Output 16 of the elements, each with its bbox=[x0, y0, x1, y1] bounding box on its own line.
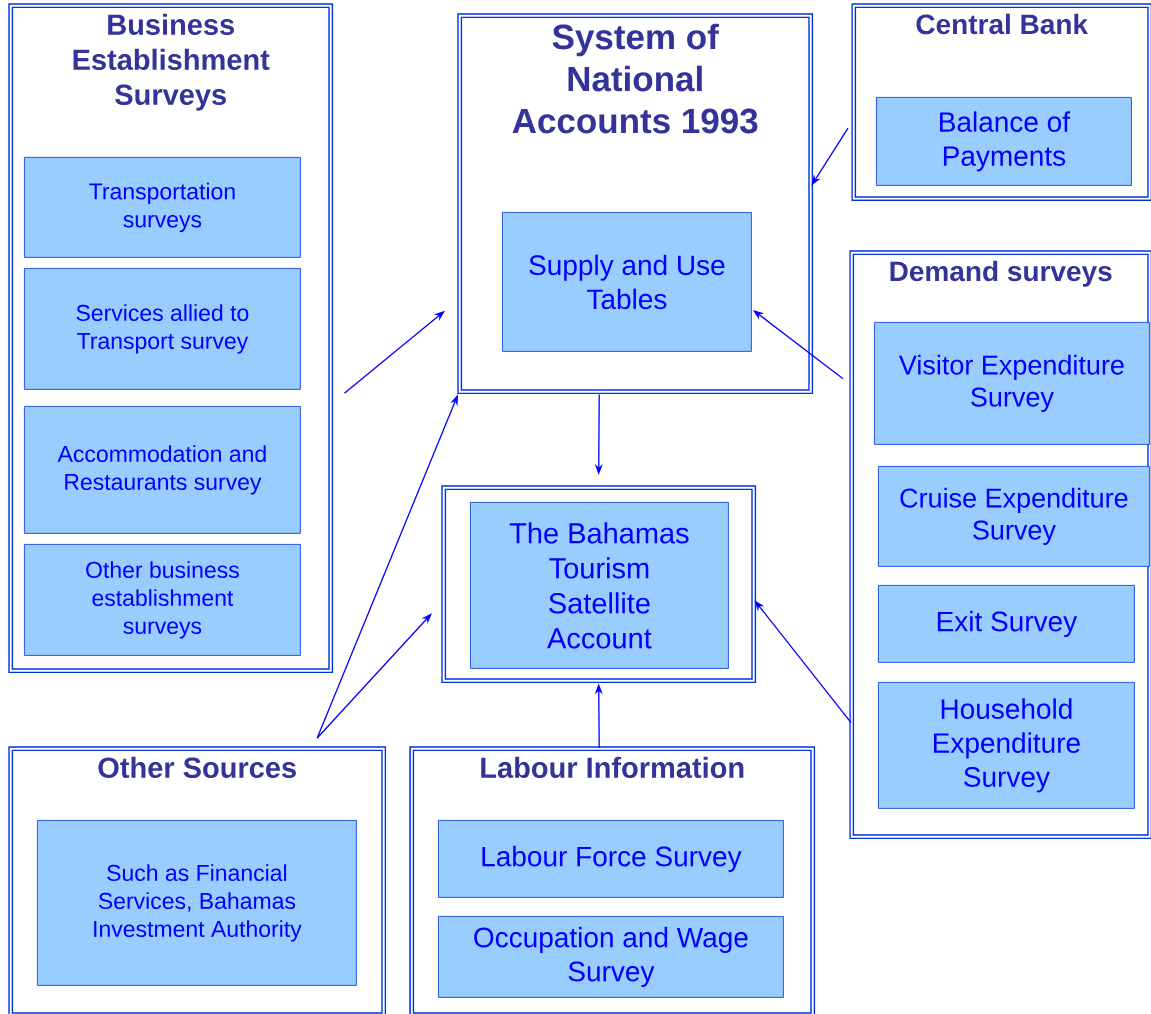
source-box: Transportation surveys bbox=[24, 157, 301, 258]
source-box: Supply and Use Tables bbox=[502, 212, 752, 352]
source-box: Such as Financial Services, Bahamas Investment Authority bbox=[37, 820, 357, 986]
source-box: Accommodation and Restaurants survey bbox=[24, 406, 301, 534]
frame-box bbox=[441, 485, 757, 684]
source-box: Balance of Payments bbox=[876, 97, 1132, 186]
source-box: Household Expenditure Survey bbox=[878, 682, 1135, 809]
source-box: Other business establishment surveys bbox=[24, 544, 301, 656]
source-box: Cruise Expenditure Survey bbox=[878, 466, 1150, 567]
arrow bbox=[316, 613, 432, 739]
source-box: Exit Survey bbox=[878, 585, 1135, 663]
source-box: Visitor Expenditure Survey bbox=[874, 322, 1150, 445]
source-box: Services allied to Transport survey bbox=[24, 268, 301, 390]
source-box: Labour Force Survey bbox=[438, 820, 784, 898]
source-box: Occupation and Wage Survey bbox=[438, 916, 784, 998]
source-box: The Bahamas Tourism Satellite Account bbox=[470, 502, 729, 669]
